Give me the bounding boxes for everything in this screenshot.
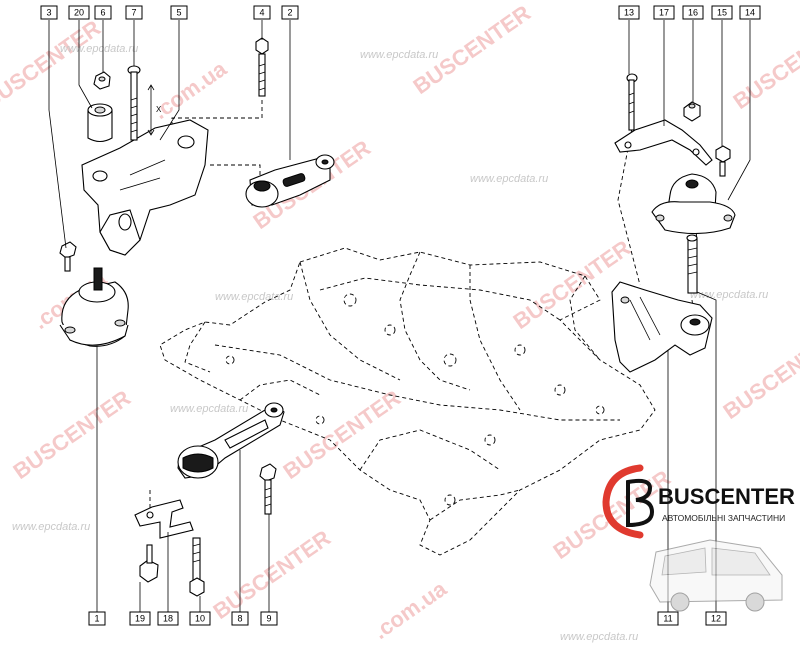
callout-20: 20 bbox=[68, 5, 90, 20]
watermark-epc: www.epcdata.ru bbox=[560, 631, 638, 643]
callout-17: 17 bbox=[653, 5, 675, 20]
nut-part-16 bbox=[683, 101, 701, 122]
bolt-part-13 bbox=[626, 73, 638, 131]
callout-1: 1 bbox=[88, 611, 106, 626]
callout-16: 16 bbox=[682, 5, 704, 20]
svg-text:6: 6 bbox=[100, 8, 105, 18]
bolt-part-9 bbox=[259, 463, 277, 515]
svg-text:17: 17 bbox=[659, 8, 669, 18]
callout-2: 2 bbox=[281, 5, 299, 20]
svg-text:12: 12 bbox=[711, 614, 721, 624]
engine-mount-part-1 bbox=[59, 267, 129, 347]
nut-part-6 bbox=[93, 71, 111, 90]
svg-text:10: 10 bbox=[195, 614, 205, 624]
bolt-part-19 bbox=[139, 544, 159, 583]
engine-mount-part-14 bbox=[651, 173, 736, 235]
bus-illustration bbox=[649, 539, 783, 612]
watermark-brand: BUSCENTER bbox=[209, 525, 336, 624]
logo-c-mark bbox=[602, 464, 644, 539]
svg-text:2: 2 bbox=[287, 8, 292, 18]
watermark-epc: www.epcdata.ru bbox=[360, 49, 438, 61]
watermark-epc: www.epcdata.ru bbox=[470, 173, 548, 185]
lower-torque-rod-part-8 bbox=[177, 402, 285, 479]
svg-text:19: 19 bbox=[135, 614, 145, 624]
watermark-domain: .com.ua bbox=[369, 575, 452, 644]
svg-text:16: 16 bbox=[688, 8, 698, 18]
callout-8: 8 bbox=[231, 611, 249, 626]
spacer-part-20 bbox=[87, 103, 113, 143]
callout-3: 3 bbox=[40, 5, 58, 20]
svg-text:18: 18 bbox=[163, 614, 173, 624]
callout-7: 7 bbox=[125, 5, 143, 20]
callout-13: 13 bbox=[618, 5, 640, 20]
svg-text:14: 14 bbox=[745, 8, 755, 18]
callout-18: 18 bbox=[157, 611, 179, 626]
svg-text:1: 1 bbox=[94, 614, 99, 624]
buscenter-logo: BUSCENTER АВТОМОБІЛЬНІ ЗАПЧАСТИНИ bbox=[602, 464, 795, 612]
callout-6: 6 bbox=[94, 5, 112, 20]
watermark-epc: www.epcdata.ru bbox=[690, 289, 768, 301]
watermark-epc: www.epcdata.ru bbox=[215, 291, 293, 303]
subframe-outline bbox=[159, 247, 656, 556]
bolt-part-3 bbox=[59, 241, 77, 272]
callout-4: 4 bbox=[253, 5, 271, 20]
watermark-epc: www.epcdata.ru bbox=[60, 43, 138, 55]
svg-text:9: 9 bbox=[266, 614, 271, 624]
svg-text:11: 11 bbox=[663, 614, 672, 624]
svg-text:5: 5 bbox=[176, 8, 181, 18]
bracket-part-11 bbox=[611, 281, 713, 373]
bracket-part-18 bbox=[134, 490, 194, 539]
watermark-epc: www.epcdata.ru bbox=[170, 403, 248, 415]
callout-10: 10 bbox=[189, 611, 211, 626]
callout-11: 11 bbox=[657, 611, 679, 626]
bolt-part-4 bbox=[255, 37, 269, 97]
callout-5: 5 bbox=[170, 5, 188, 20]
callout-9: 9 bbox=[260, 611, 278, 626]
watermark-brand: BUSCENTER bbox=[9, 385, 136, 484]
svg-text:4: 4 bbox=[259, 8, 264, 18]
bracket-part-17 bbox=[614, 119, 713, 166]
callout-19: 19 bbox=[129, 611, 151, 626]
svg-text:13: 13 bbox=[624, 8, 634, 18]
dimension-x-label: X bbox=[156, 105, 162, 114]
stud-part-12 bbox=[686, 234, 698, 294]
bolt-part-10 bbox=[189, 537, 205, 597]
svg-text:15: 15 bbox=[717, 8, 727, 18]
bolt-part-15 bbox=[715, 145, 731, 177]
logo-b-mark bbox=[626, 478, 655, 528]
torque-rod-part-2 bbox=[245, 154, 335, 208]
callout-14: 14 bbox=[739, 5, 761, 20]
callout-15: 15 bbox=[711, 5, 733, 20]
bracket-part-5 bbox=[81, 119, 209, 256]
watermark-brand: BUSCENTER bbox=[719, 325, 800, 424]
watermark-brand: BUSCENTER bbox=[0, 15, 105, 114]
svg-text:7: 7 bbox=[131, 8, 136, 18]
svg-text:20: 20 bbox=[74, 8, 84, 18]
logo-tagline: АВТОМОБІЛЬНІ ЗАПЧАСТИНИ bbox=[662, 513, 785, 523]
watermark-epc: www.epcdata.ru bbox=[12, 521, 90, 533]
svg-text:8: 8 bbox=[237, 614, 242, 624]
watermark-brand: BUSCENTER bbox=[729, 15, 800, 114]
svg-text:3: 3 bbox=[46, 8, 51, 18]
watermark-brand: BUSCENTER bbox=[279, 385, 406, 484]
logo-name: BUSCENTER bbox=[658, 484, 795, 509]
callout-12: 12 bbox=[705, 611, 727, 626]
bolt-part-7: X bbox=[127, 65, 162, 141]
